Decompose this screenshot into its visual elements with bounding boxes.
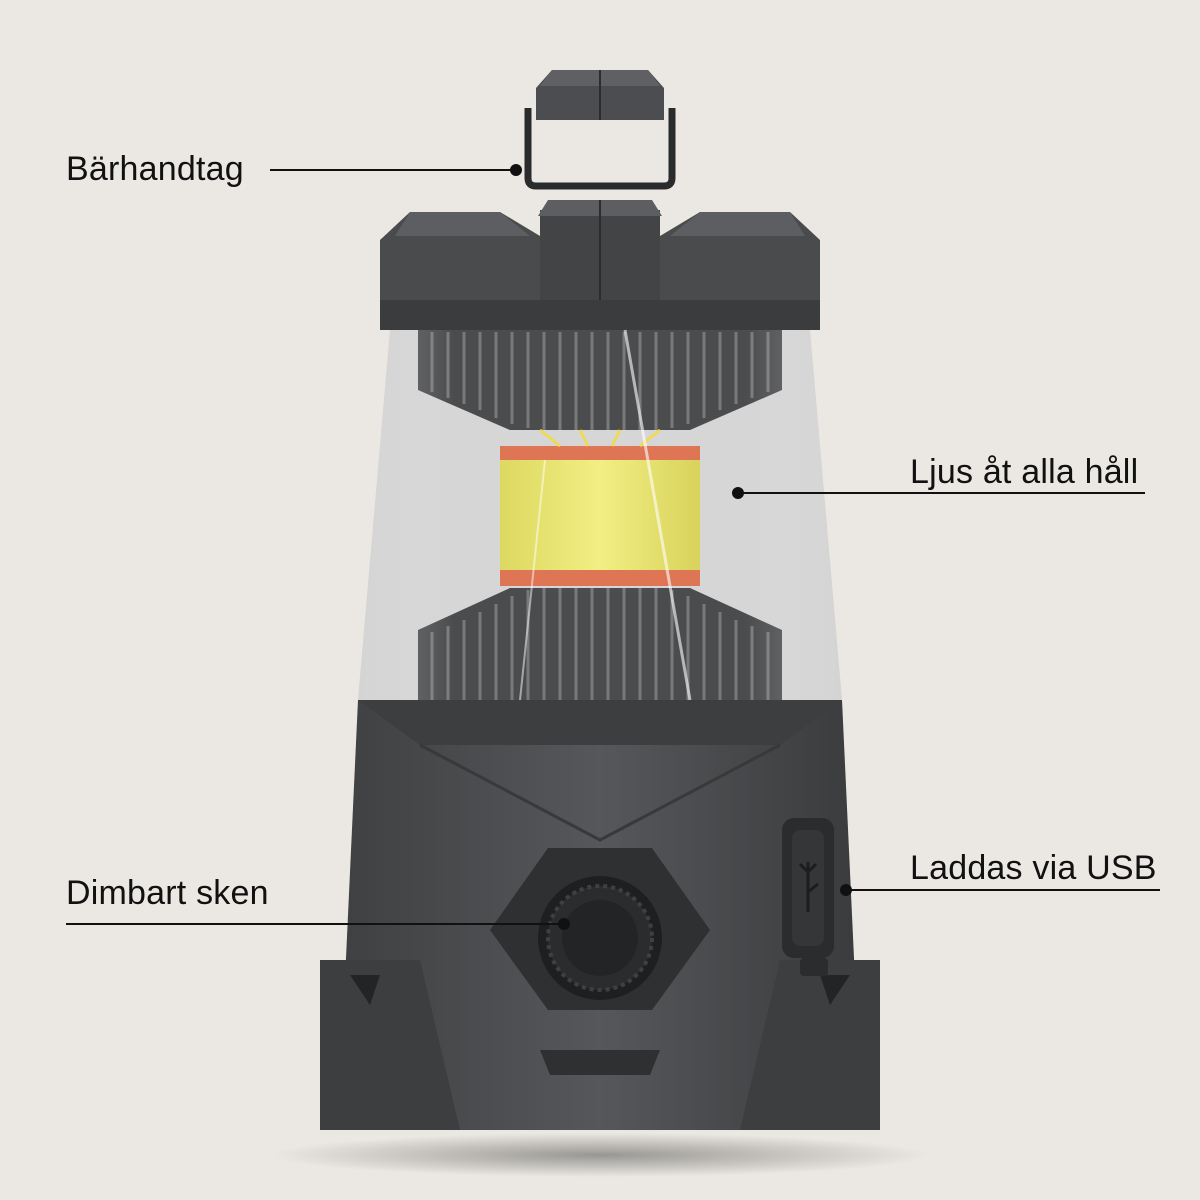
top-cap — [380, 200, 820, 330]
carry-handle — [524, 70, 676, 190]
light-chamber — [358, 329, 842, 745]
callout-dimmable-light: Dimbart sken — [66, 874, 269, 912]
ground-shadow — [270, 1133, 930, 1177]
callout-carry-handle: Bärhandtag — [66, 150, 244, 188]
callout-lines — [66, 164, 1160, 930]
callout-light-all-directions: Ljus åt alla håll — [910, 453, 1139, 491]
usb-icon — [782, 818, 834, 976]
dimmer-knob-icon — [490, 848, 710, 1010]
callout-usb-charging: Laddas via USB — [910, 849, 1157, 887]
